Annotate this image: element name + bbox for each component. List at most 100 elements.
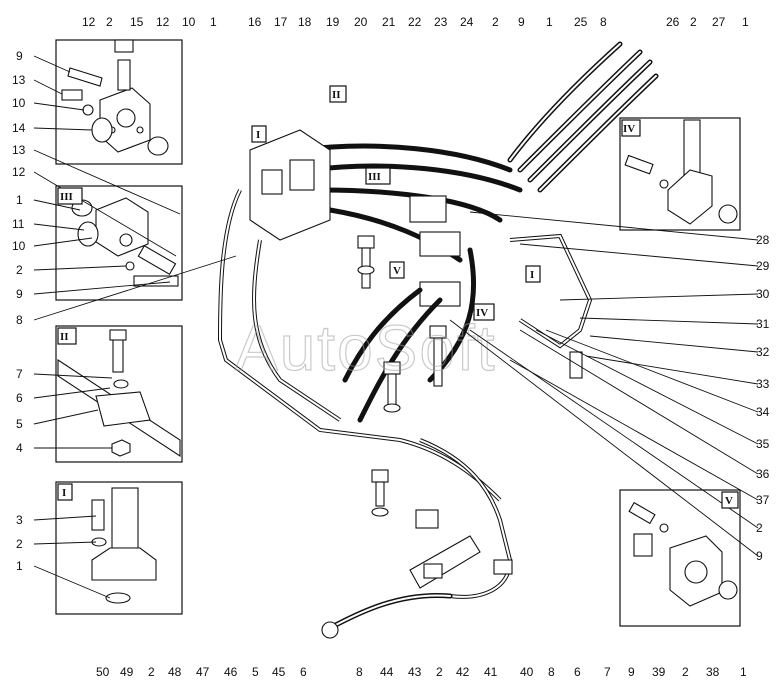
callout: 14	[12, 121, 26, 135]
callout: 25	[574, 15, 588, 29]
callout: 29	[756, 259, 770, 273]
callout: 8	[16, 313, 23, 327]
callout: 12	[156, 15, 170, 29]
callout: 18	[298, 15, 312, 29]
callout: 3	[16, 513, 23, 527]
callout: 6	[300, 665, 307, 679]
callouts-left: 9 13 10 14 13 12 1 11 10 2 9 8 7 6 5 4 3…	[12, 49, 26, 573]
callout: 9	[16, 49, 23, 63]
callout: 21	[382, 15, 396, 29]
callout: 2	[16, 263, 23, 277]
callout: 15	[130, 15, 144, 29]
callout: 17	[274, 15, 288, 29]
callout: 9	[756, 549, 763, 563]
callout: 12	[82, 15, 96, 29]
callout: 41	[484, 665, 498, 679]
inset-iii	[55, 185, 183, 301]
callout: 36	[756, 467, 770, 481]
label-ii-box: II	[60, 331, 69, 343]
label-iv-mid: IV	[476, 307, 488, 319]
callout: 42	[456, 665, 470, 679]
callouts-bottom: 50 49 2 48 47 46 5 45 6 8 44 43 2 42 41 …	[96, 665, 747, 679]
callouts-top: 12 2 15 12 10 1 16 17 18 19 20 21 22 23 …	[82, 15, 749, 29]
callout: 1	[546, 15, 553, 29]
callout: 1	[16, 193, 23, 207]
callout: 31	[756, 317, 770, 331]
callout: 2	[682, 665, 689, 679]
callout: 49	[120, 665, 134, 679]
callout: 8	[356, 665, 363, 679]
callout: 9	[16, 287, 23, 301]
label-v-box: V	[725, 495, 733, 507]
callout: 12	[12, 165, 26, 179]
callout: 27	[712, 15, 726, 29]
label-iii-top: III	[368, 171, 381, 183]
callout: 2	[106, 15, 113, 29]
bolt-4	[429, 325, 447, 387]
callout: 13	[12, 73, 26, 87]
callout: 46	[224, 665, 238, 679]
main-assembly	[217, 41, 659, 639]
label-i-box: I	[62, 487, 66, 499]
callout: 33	[756, 377, 770, 391]
label-iii-box: III	[60, 191, 73, 203]
callout: 1	[740, 665, 747, 679]
leader-lines	[33, 55, 759, 599]
callout: 7	[16, 367, 23, 381]
bolt-5	[569, 351, 583, 379]
callout: 8	[548, 665, 555, 679]
callout: 45	[272, 665, 286, 679]
callout: 48	[168, 665, 182, 679]
callout: 6	[574, 665, 581, 679]
callout: 26	[666, 15, 680, 29]
callout: 1	[210, 15, 217, 29]
callout: 2	[756, 521, 763, 535]
callouts-right: 28 29 30 31 32 33 34 35 36 37 2 9	[756, 233, 770, 563]
callout: 9	[518, 15, 525, 29]
callout: 1	[16, 559, 23, 573]
callout: 8	[600, 15, 607, 29]
callout: 11	[12, 217, 25, 231]
callout: 38	[706, 665, 720, 679]
callout: 32	[756, 345, 770, 359]
roman-labels: II I III III II I IV V V I IV	[57, 85, 739, 509]
callout: 1	[742, 15, 749, 29]
callout: 10	[182, 15, 196, 29]
callout: 20	[354, 15, 368, 29]
callout: 40	[520, 665, 534, 679]
bolt-1	[357, 235, 375, 289]
callout: 2	[148, 665, 155, 679]
label-v-mid: V	[393, 265, 401, 277]
callout: 47	[196, 665, 210, 679]
callout: 22	[408, 15, 422, 29]
label-iv-box: IV	[623, 123, 635, 135]
callout: 34	[756, 405, 770, 419]
callout: 2	[690, 15, 697, 29]
inset-iv	[619, 117, 741, 231]
label-i-top: I	[256, 129, 260, 141]
label-ii-top: II	[332, 89, 341, 101]
callout: 4	[16, 441, 23, 455]
callout: 9	[628, 665, 635, 679]
inset-top-left	[55, 39, 183, 165]
callout: 10	[12, 239, 26, 253]
inset-ii	[55, 325, 183, 463]
callout: 5	[16, 417, 23, 431]
inset-i-left	[55, 481, 183, 615]
label-i-mid: I	[530, 269, 534, 281]
callout: 19	[326, 15, 340, 29]
bolt-3	[371, 469, 389, 517]
callout: 6	[16, 391, 23, 405]
callout: 2	[436, 665, 443, 679]
callout: 30	[756, 287, 770, 301]
watermark: AutoSoft	[235, 312, 497, 384]
callout: 39	[652, 665, 666, 679]
callout: 10	[12, 96, 26, 110]
bolt-2	[383, 361, 401, 413]
callout: 37	[756, 493, 770, 507]
callout: 2	[492, 15, 499, 29]
callout: 7	[604, 665, 611, 679]
callout: 28	[756, 233, 770, 247]
callout: 35	[756, 437, 770, 451]
